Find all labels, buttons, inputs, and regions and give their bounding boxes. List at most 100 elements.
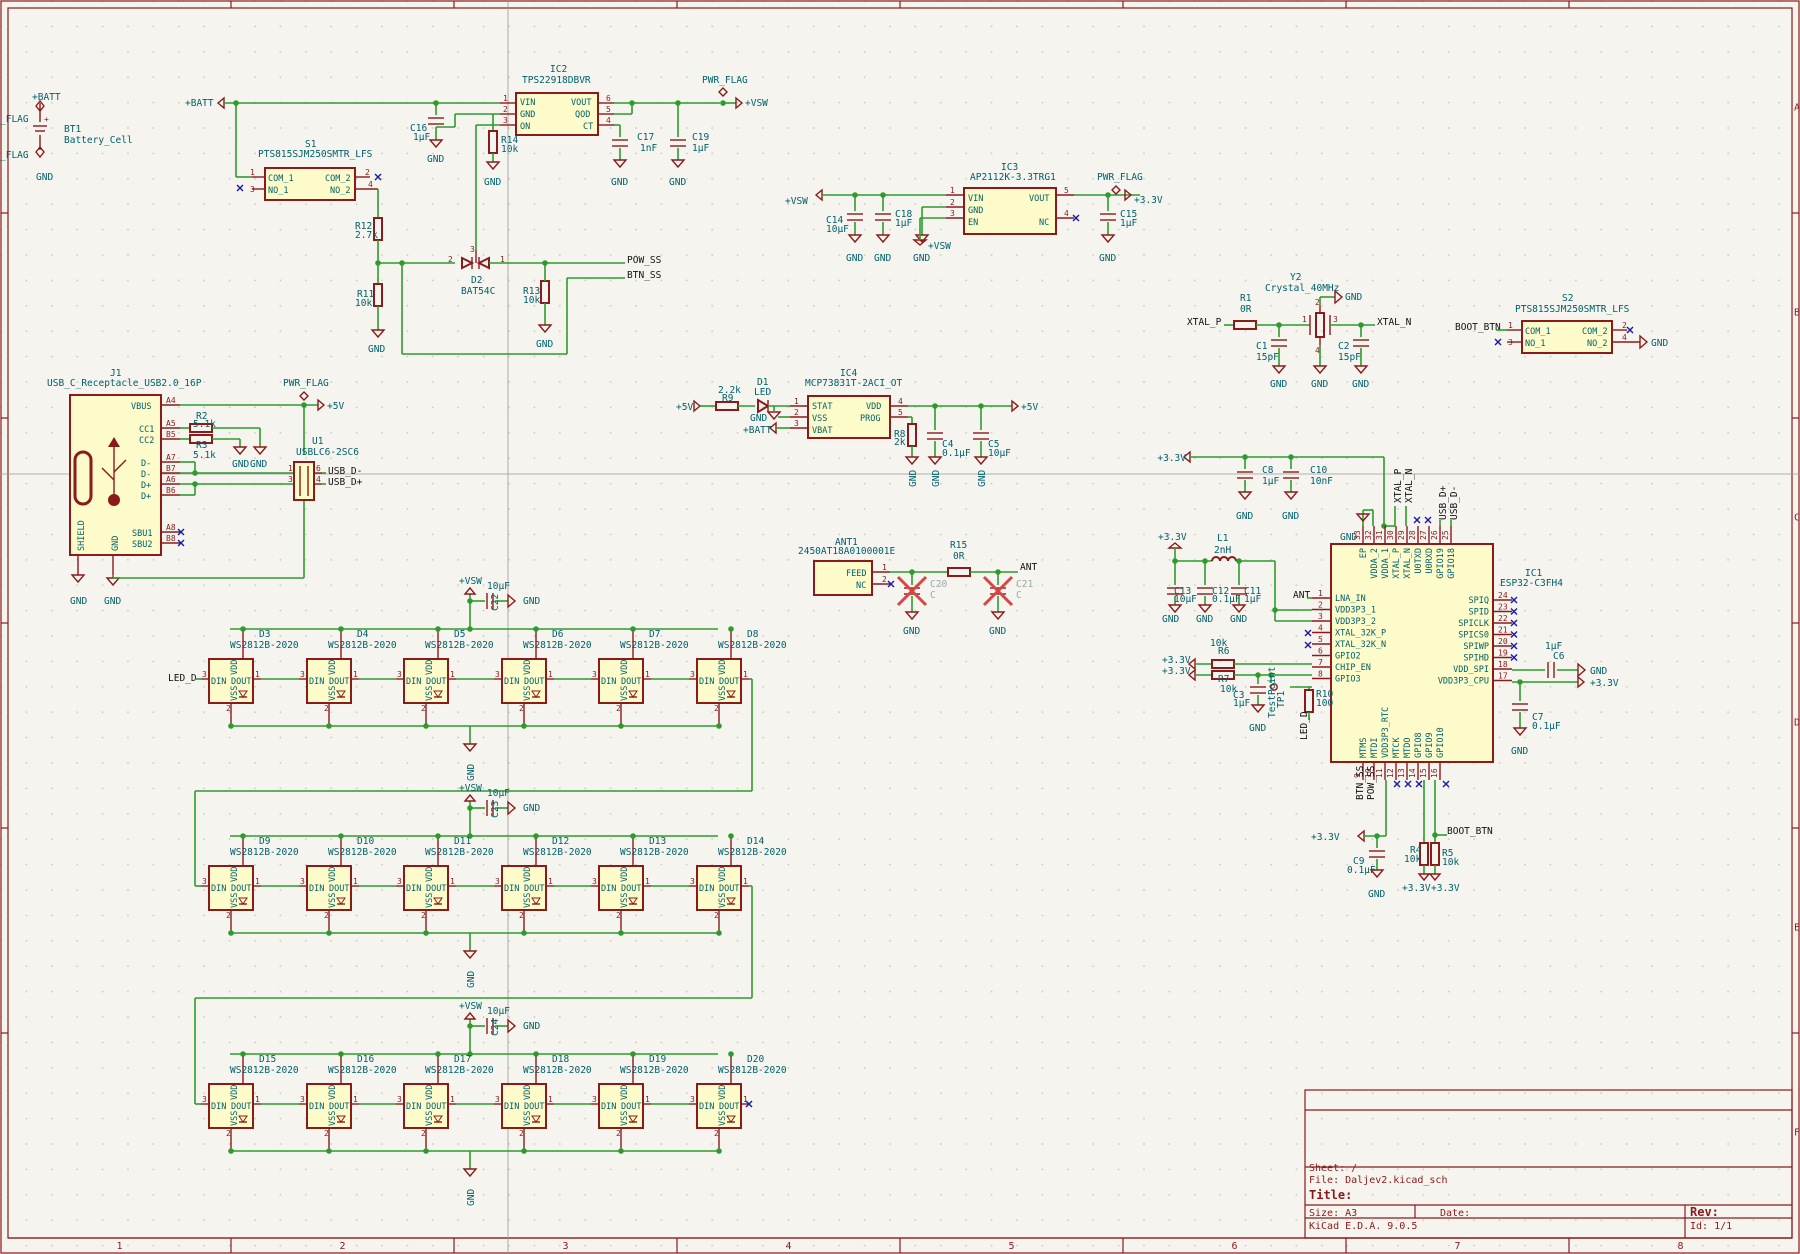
svg-text:DIN: DIN (699, 677, 714, 687)
svg-text:R3: R3 (196, 440, 207, 451)
svg-text:4: 4 (898, 397, 903, 406)
capacitor-c17[interactable]: C17 1nF GND (611, 132, 657, 188)
led-ref: D13 (649, 836, 666, 847)
svg-text:DOUT: DOUT (621, 884, 641, 894)
led-value: WS2812B-2020 (425, 1065, 494, 1076)
svg-text:2: 2 (616, 1129, 621, 1138)
capacitor-c3[interactable]: C3 1µF GND (1233, 675, 1266, 734)
charger-ic4[interactable]: IC4 MCP73831T-2ACI_OT STAT VSS VBAT VDD … (790, 368, 908, 439)
svg-text:2: 2 (714, 704, 719, 713)
svg-text:15pF: 15pF (1338, 352, 1361, 363)
svg-text:KiCad E.D.A. 9.0.5: KiCad E.D.A. 9.0.5 (1309, 1221, 1417, 1232)
svg-text:4: 4 (1315, 346, 1320, 355)
svg-text:VSS: VSS (328, 1111, 338, 1126)
esp32-ic1[interactable]: IC1 ESP32-C3FH4 LNA_IN1VDD3P3_12VDD3P3_2… (1312, 526, 1563, 780)
cap-value: 10µF (487, 581, 510, 592)
svg-text:VDD: VDD (230, 660, 240, 675)
capacitor-c10[interactable]: C10 10nF GND (1282, 457, 1333, 522)
capacitor-c13[interactable]: C13 10µF GND (1162, 561, 1197, 625)
svg-text:VSS: VSS (425, 893, 435, 908)
capacitor-c12[interactable]: C12 0.1µF GND (1196, 561, 1241, 625)
antenna-ant1[interactable]: ANT1 2450AT18A0100001E FEED NC 12 (798, 537, 896, 596)
svg-text:+: + (44, 115, 49, 124)
svg-text:ANT: ANT (1293, 590, 1310, 601)
svg-text:GND: GND (908, 470, 919, 487)
svg-text:GND: GND (913, 253, 930, 264)
ic3-ap2112k[interactable]: IC3 AP2112K-3.3TRG1 VIN GND EN VOUT NC 1… (946, 162, 1080, 235)
svg-text:1: 1 (1508, 321, 1513, 330)
capacitor-c4[interactable]: C4 0.1µF GND (927, 406, 971, 487)
svg-text:USB_D-: USB_D- (1449, 486, 1460, 520)
svg-text:1: 1 (353, 877, 358, 886)
svg-text:22: 22 (1498, 614, 1508, 623)
capacitor-c6[interactable]: 1µF C6 (1545, 641, 1565, 678)
svg-text:BOOT_BTN: BOOT_BTN (1455, 322, 1501, 333)
battery-bt1[interactable]: + +BATT _FLAG _FLAG BT1 Battery_Cell GND (0, 92, 133, 183)
svg-text:3: 3 (690, 877, 695, 886)
svg-text:QOD: QOD (575, 110, 590, 120)
led-ref: D9 (259, 836, 271, 847)
svg-text:GND: GND (1590, 666, 1607, 677)
capacitor-c5[interactable]: C5 10µF GND (973, 406, 1011, 487)
svg-text:0.1µF: 0.1µF (1212, 594, 1241, 605)
cap-value: 10µF (487, 1006, 510, 1017)
capacitor-c2[interactable]: C2 15pF GND (1338, 325, 1369, 390)
led-value: WS2812B-2020 (620, 1065, 689, 1076)
charger-section: +5V 2.2k R9 D1 LED GND +BATT IC4 MCP7383… (676, 368, 1038, 487)
svg-text:3: 3 (495, 670, 500, 679)
inductor-l1[interactable]: L1 2nH (1211, 533, 1237, 562)
capacitor-c1[interactable]: C1 15pF GND (1256, 325, 1287, 390)
capacitor-c18[interactable]: C18 1µF GND (874, 195, 912, 264)
capacitor-c20-dnp[interactable]: C20 C GND (896, 572, 947, 637)
capacitor-c11[interactable]: C11 1µF GND (1230, 561, 1261, 625)
border-row-label: F (1794, 1128, 1800, 1139)
svg-text:DIN: DIN (699, 884, 714, 894)
capacitor-c21-dnp[interactable]: C21 C GND (982, 572, 1033, 637)
svg-text:VSS: VSS (620, 893, 630, 908)
boot-switch-s2[interactable]: BOOT_BTN S2 PTS815SJM250SMTR_LFS COM_1 N… (1455, 293, 1668, 354)
svg-text:5: 5 (1318, 635, 1323, 644)
ic2-tps22918[interactable]: IC2 TPS22918DBVR VIN GND ON VOUT QOD CT … (500, 64, 614, 136)
testpoint-tp1[interactable]: TP1 TestPoint (1267, 667, 1287, 718)
svg-text:GND: GND (989, 626, 1006, 637)
svg-text:2: 2 (503, 105, 508, 114)
svg-text:2: 2 (519, 911, 524, 920)
svg-text:C11: C11 (1244, 586, 1261, 597)
svg-text:C14: C14 (826, 215, 843, 226)
usb-c-connector-j1[interactable]: J1 USB_C_Receptacle_USB2.0_16P VBUS CC1 … (47, 368, 202, 575)
capacitor-c15[interactable]: C15 1µF GND (1099, 195, 1137, 264)
capacitor-c7[interactable]: C7 0.1µF GND (1511, 682, 1561, 757)
switch-s1[interactable]: S1 PTS815SJM250SMTR_LFS COM_1 NO_1 COM_2… (236, 139, 382, 201)
capacitor-c16[interactable]: C16 1µF GND (410, 103, 444, 165)
capacitor-c9[interactable]: C9 0.1µF GND (1347, 836, 1385, 900)
svg-text:18: 18 (1498, 660, 1508, 669)
svg-text:R5: R5 (1442, 848, 1453, 859)
ic1-pin-label: MTDI (1370, 738, 1380, 758)
esd-u1[interactable]: U1 USBLC6-2SC6 13 64 (288, 436, 359, 501)
svg-text:26: 26 (1430, 530, 1439, 540)
capacitor-c14[interactable]: C14 10µF GND (826, 195, 863, 264)
svg-text:SBU1: SBU1 (132, 529, 152, 539)
capacitor-c8[interactable]: C8 1µF GND (1236, 457, 1279, 522)
capacitor-c19[interactable]: C19 1µF GND (669, 103, 709, 188)
